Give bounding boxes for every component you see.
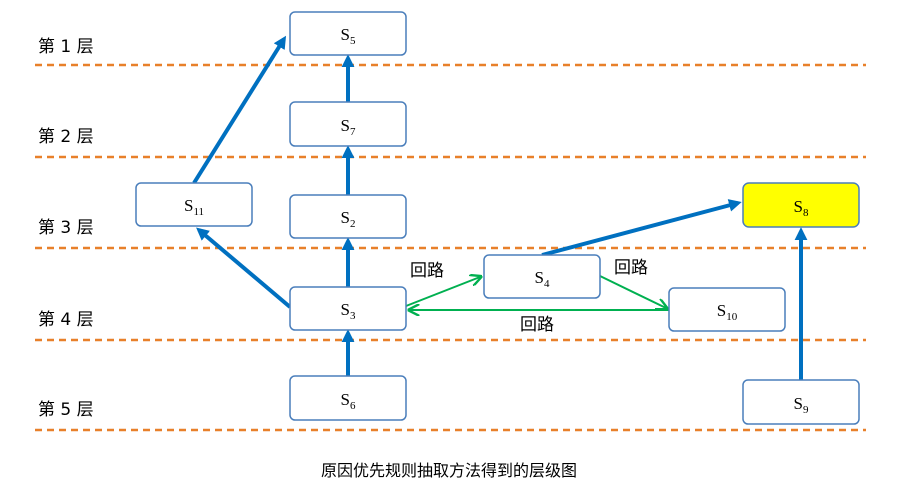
node-s2: S2 — [289, 194, 407, 239]
figure-caption: 原因优先规则抽取方法得到的层级图 — [321, 461, 577, 480]
node-s3: S3 — [289, 286, 407, 331]
loop-label: 回路 — [614, 258, 648, 278]
layer-label-5: 第 5 层 — [38, 400, 94, 420]
layer-label-4: 第 4 层 — [38, 310, 94, 330]
svg-text:S10: S10 — [717, 301, 738, 323]
node-s4: S4 — [483, 254, 601, 299]
loop-label: 回路 — [520, 315, 554, 335]
svg-text:S4: S4 — [535, 268, 550, 290]
svg-text:S5: S5 — [341, 25, 356, 47]
edges — [192, 35, 808, 380]
svg-text:S3: S3 — [341, 300, 356, 322]
layer-label-2: 第 2 层 — [38, 127, 94, 147]
svg-text:S8: S8 — [794, 197, 809, 219]
edge-s4-to-s10 — [599, 275, 666, 308]
edge-s4-to-s8 — [541, 199, 742, 257]
svg-text:S9: S9 — [794, 394, 809, 416]
node-s11: S11 — [135, 182, 253, 227]
svg-text:S2: S2 — [341, 208, 356, 230]
edge-s11-to-s5 — [192, 35, 287, 185]
node-s8: S8 — [742, 182, 860, 228]
loop-label: 回路 — [410, 261, 444, 281]
node-s7: S7 — [289, 101, 407, 147]
node-s10: S10 — [668, 287, 786, 332]
layer-label-1: 第 1 层 — [38, 37, 94, 57]
layer-label-3: 第 3 层 — [38, 218, 94, 238]
svg-text:S7: S7 — [341, 116, 356, 138]
svg-text:S11: S11 — [184, 196, 204, 218]
edge-s3-to-s4 — [405, 277, 480, 307]
edge-s3-to-s11 — [196, 227, 292, 309]
nodes: S5 S7 S11 S2 S8 S4 S3 S10 — [135, 11, 860, 425]
node-s6: S6 — [289, 375, 407, 421]
node-s5: S5 — [289, 11, 407, 56]
node-s9: S9 — [742, 379, 860, 425]
svg-text:S6: S6 — [341, 390, 356, 412]
